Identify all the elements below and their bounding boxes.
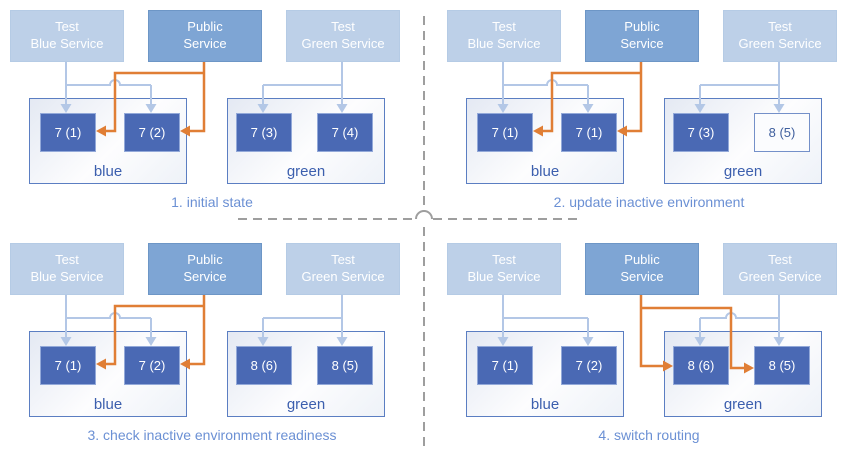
public-service-label: Public Service <box>183 252 227 284</box>
green-environment-label: green <box>723 396 763 413</box>
test-green-service-label: Test Green Service <box>301 19 385 51</box>
blue-environment-label: blue <box>530 163 560 180</box>
blue-environment-label: blue <box>530 396 560 413</box>
public-service-label: Public Service <box>620 19 664 51</box>
blue-environment-label: blue <box>93 163 123 180</box>
test-blue-service-label: Test Blue Service <box>467 19 541 51</box>
step-caption: 4. switch routing <box>598 427 700 443</box>
public-service-label: Public Service <box>620 252 664 284</box>
version-box: 7 (1) <box>40 113 96 152</box>
step-caption: 2. update inactive environment <box>553 194 745 210</box>
version-box-staged: 8 (5) <box>754 113 810 152</box>
green-environment-label: green <box>286 163 326 180</box>
quadrant-4-switch-routing: Test Blue Service Public Service Test Gr… <box>437 233 848 456</box>
test-green-service-box: Test Green Service <box>286 243 400 295</box>
version-box: 7 (4) <box>317 113 373 152</box>
test-blue-service-label: Test Blue Service <box>467 252 541 284</box>
test-green-service-box: Test Green Service <box>723 10 837 62</box>
test-green-service-label: Test Green Service <box>301 252 385 284</box>
public-service-box: Public Service <box>148 243 262 295</box>
test-blue-service-label: Test Blue Service <box>30 252 104 284</box>
version-box: 8 (5) <box>317 346 373 385</box>
version-box: 8 (6) <box>673 346 729 385</box>
green-environment-label: green <box>723 163 763 180</box>
version-box: 7 (2) <box>561 346 617 385</box>
test-blue-service-box: Test Blue Service <box>10 243 124 295</box>
test-blue-service-box: Test Blue Service <box>10 10 124 62</box>
test-green-service-label: Test Green Service <box>738 19 822 51</box>
blue-environment-label: blue <box>93 396 123 413</box>
version-box: 7 (2) <box>124 113 180 152</box>
test-blue-service-box: Test Blue Service <box>447 243 561 295</box>
test-blue-service-box: Test Blue Service <box>447 10 561 62</box>
public-service-box: Public Service <box>148 10 262 62</box>
version-box: 8 (6) <box>236 346 292 385</box>
test-green-service-label: Test Green Service <box>738 252 822 284</box>
public-service-box: Public Service <box>585 10 699 62</box>
version-box: 8 (5) <box>754 346 810 385</box>
version-box: 7 (3) <box>236 113 292 152</box>
step-caption: 1. initial state <box>171 194 253 210</box>
quadrant-1-initial-state: Test Blue Service Public Service Test Gr… <box>0 0 424 233</box>
version-box: 7 (2) <box>124 346 180 385</box>
version-box: 7 (1) <box>40 346 96 385</box>
public-service-label: Public Service <box>183 19 227 51</box>
test-blue-service-label: Test Blue Service <box>30 19 104 51</box>
green-environment-label: green <box>286 396 326 413</box>
quadrant-2-update-inactive: Test Blue Service Public Service Test Gr… <box>437 0 848 233</box>
version-box: 7 (1) <box>477 113 533 152</box>
public-service-box: Public Service <box>585 243 699 295</box>
version-box: 7 (1) <box>561 113 617 152</box>
step-caption: 3. check inactive environment readiness <box>87 427 337 443</box>
test-green-service-box: Test Green Service <box>723 243 837 295</box>
test-green-service-box: Test Green Service <box>286 10 400 62</box>
version-box: 7 (3) <box>673 113 729 152</box>
quadrant-3-check-readiness: Test Blue Service Public Service Test Gr… <box>0 233 424 456</box>
version-box: 7 (1) <box>477 346 533 385</box>
